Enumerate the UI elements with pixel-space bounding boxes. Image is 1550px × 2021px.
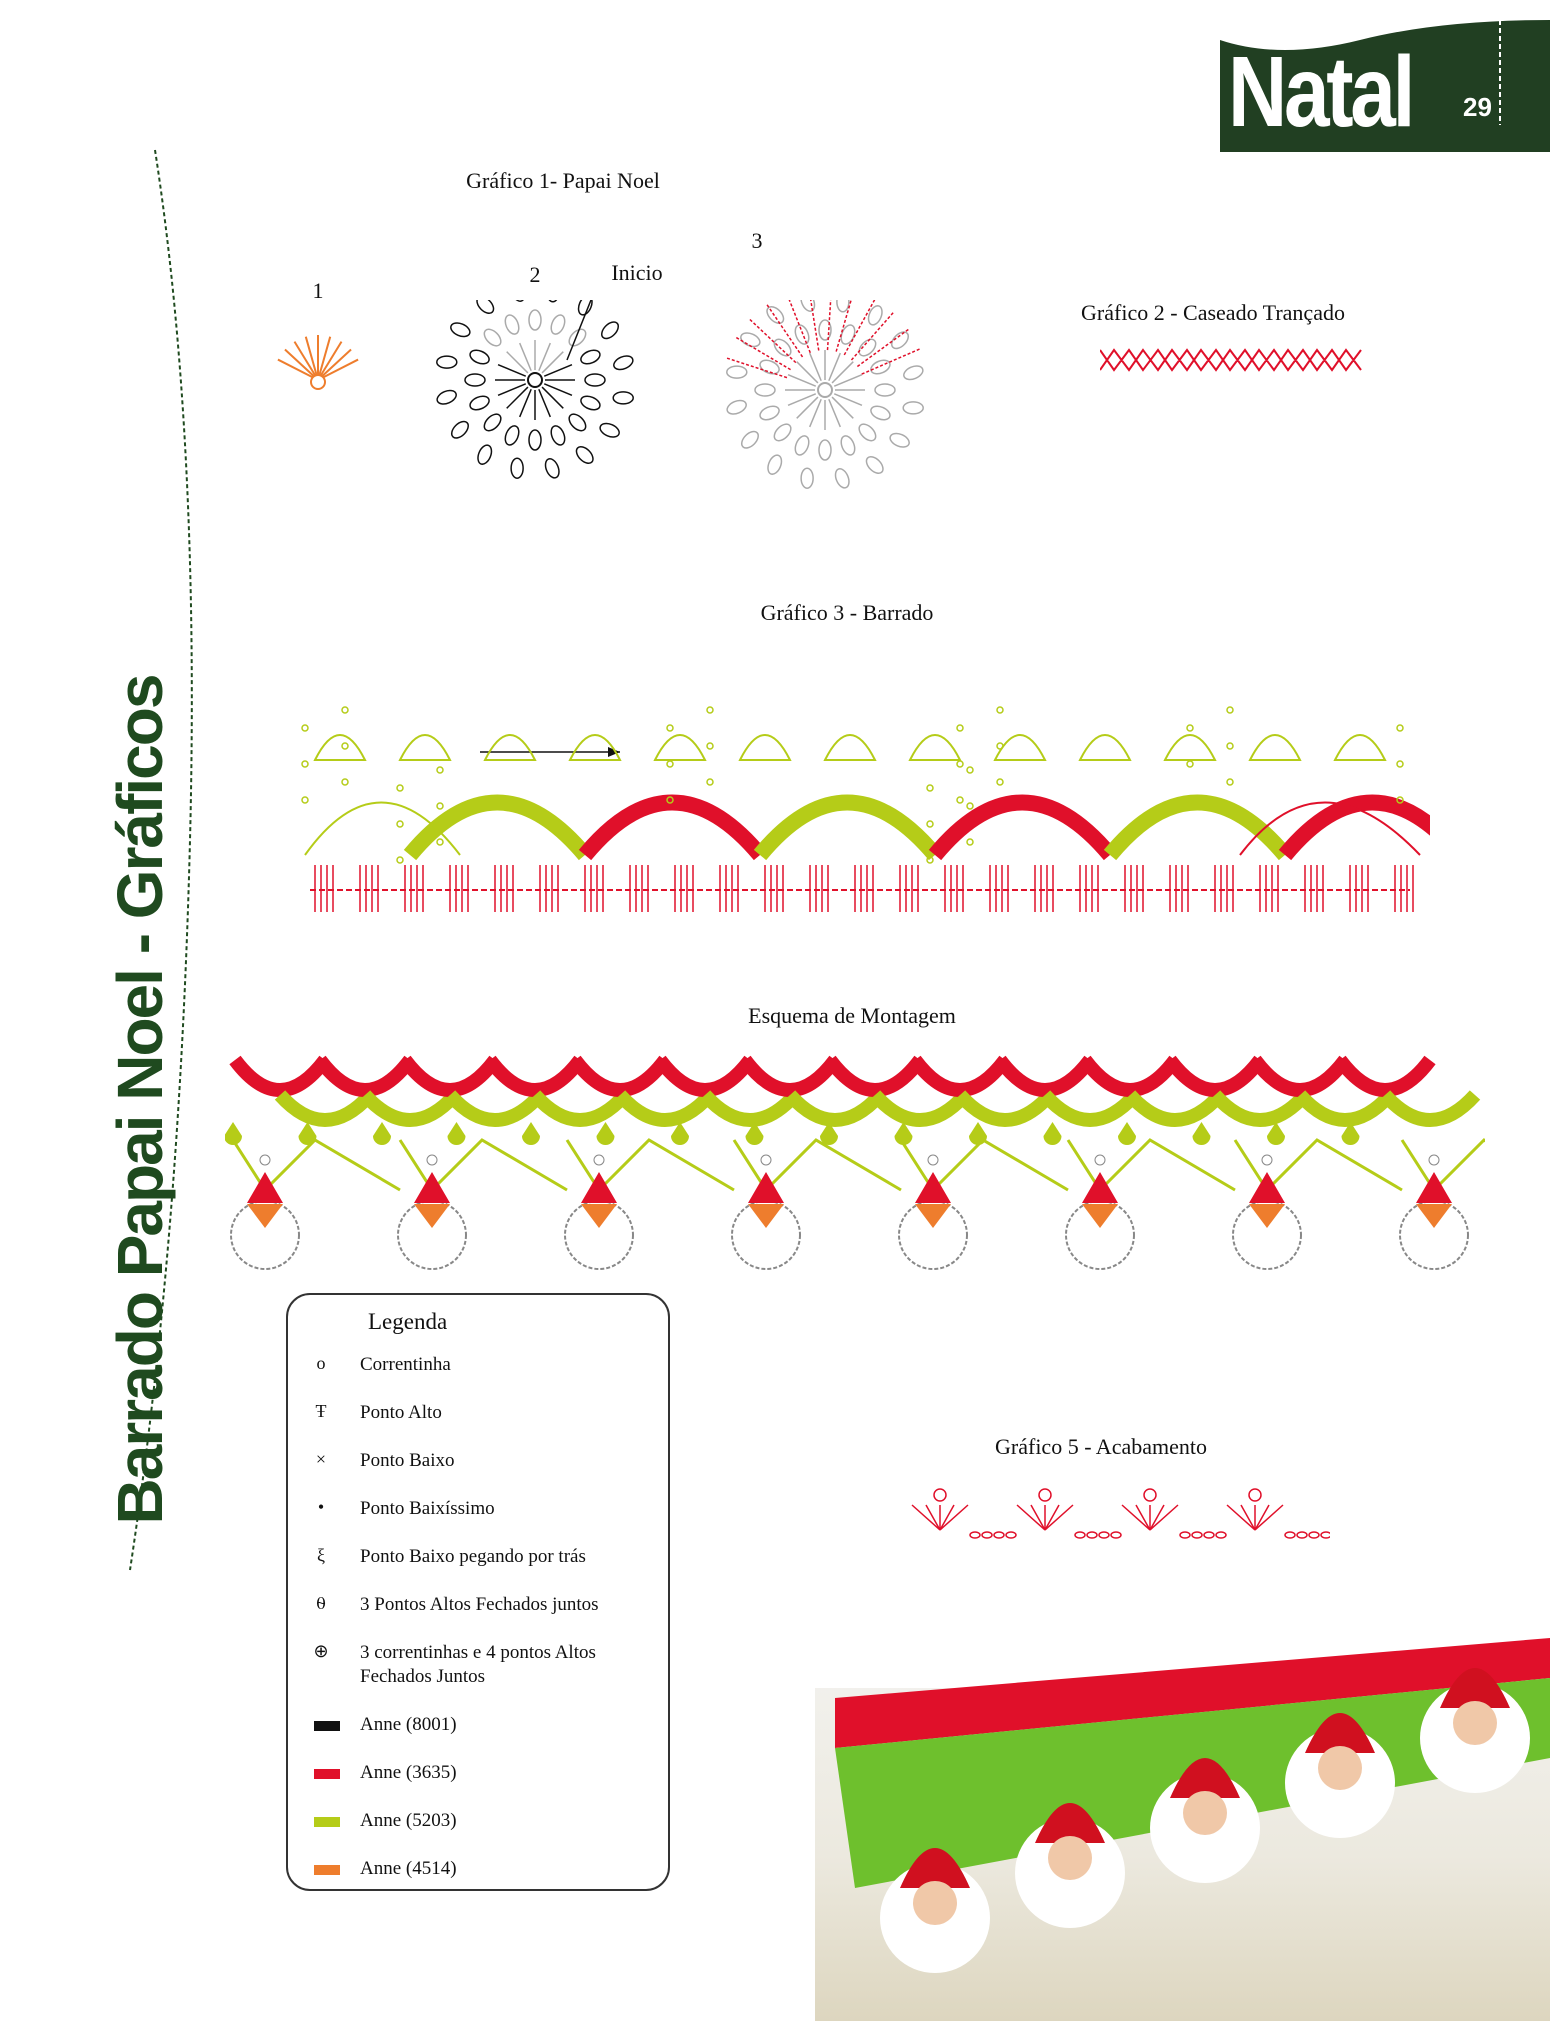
grafico3-title: Gráfico 3 - Barrado — [760, 600, 934, 625]
chain-icon: o — [316, 1353, 326, 1373]
montagem-title: Esquema de Montagem — [748, 1003, 956, 1028]
legend-item: Anne (3635) — [288, 1761, 668, 1791]
start-label: Inicio — [611, 260, 663, 285]
single-crochet-icon: × — [315, 1449, 327, 1469]
grafico1-title: Gráfico 1- Papai Noel — [466, 168, 660, 193]
color-swatch — [314, 1769, 340, 1779]
double-crochet-icon: Ŧ — [315, 1401, 327, 1421]
diagram-label-3: 3 — [751, 228, 763, 253]
finished-border-photo — [815, 1608, 1550, 2021]
slip-stitch-icon: • — [317, 1497, 325, 1517]
diagram-label-1: 1 — [312, 278, 324, 303]
legend-item: Anne (4514) — [288, 1857, 668, 1887]
legend-item: •Ponto Baixíssimo — [288, 1497, 668, 1527]
color-swatch — [314, 1721, 340, 1731]
finishing-chart — [911, 1488, 1330, 1539]
legend-item: ⍬3 Pontos Altos Fechados juntos — [288, 1593, 668, 1623]
section-title: Natal — [1228, 36, 1415, 148]
cluster4-icon: ⊕ — [313, 1641, 329, 1661]
legend-item: ×Ponto Baixo — [288, 1449, 668, 1479]
color-swatch — [314, 1865, 340, 1875]
dashed-curve — [129, 149, 193, 1571]
cluster3-icon: ⍬ — [315, 1593, 327, 1613]
grafico5-title: Gráfico 5 - Acabamento — [995, 1434, 1207, 1459]
color-swatch — [314, 1817, 340, 1827]
page-number: 29 — [1463, 92, 1492, 122]
legend-item: Anne (8001) — [288, 1713, 668, 1743]
santa-face-charts — [277, 300, 924, 489]
section-banner — [1220, 20, 1550, 152]
legend-item: Anne (5203) — [288, 1809, 668, 1839]
assembly-diagram — [225, 1055, 1485, 1270]
legend-item: ⊕3 correntinhas e 4 pontos Altos Fechado… — [288, 1641, 668, 1691]
side-title: Barrado Papai Noel - Gráficos — [104, 675, 176, 1525]
legend-title: Legenda — [368, 1309, 448, 1334]
braided-stitch-chart — [1100, 348, 1362, 372]
border-chart — [301, 706, 1430, 912]
diagram-label-2: 2 — [529, 262, 541, 287]
grafico2-title: Gráfico 2 - Caseado Trançado — [1081, 300, 1345, 325]
back-loop-sc-icon: ξ — [316, 1545, 326, 1565]
